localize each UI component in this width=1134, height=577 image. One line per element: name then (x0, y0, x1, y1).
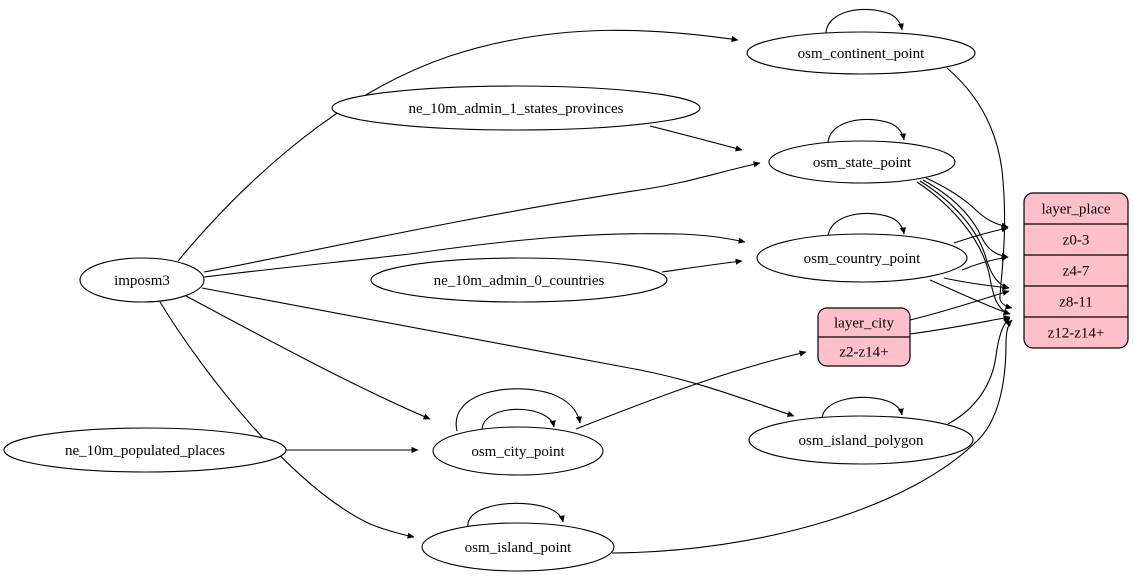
node-osm-country-point-label: osm_country_point (804, 251, 921, 267)
node-ne-states-shape[interactable] (331, 85, 701, 131)
node-ne-states-label: ne_10m_admin_1_states_provinces (409, 101, 624, 117)
edge-self-loop-osm-country-point (827, 212, 906, 241)
edge-self-loop-osm-state-point (827, 118, 906, 147)
node-osm-island-point[interactable]: osm_island_point (421, 522, 615, 572)
edge-osm-state-point-to-layer-place-z8 (919, 180, 1010, 290)
edge-self-loop-osm-continent-point (825, 8, 904, 37)
edge-layer-city-to-layer-place-z8 (909, 289, 1010, 321)
edge-imposm3-to-osm-state-point (203, 161, 761, 273)
record-layer-city-row-layer-city: layer_city (834, 316, 894, 332)
edge-osm-state-point-to-layer-place-z4 (922, 179, 1009, 259)
edge-osm-country-point-to-layer-place-z0 (953, 226, 1009, 244)
node-osm-state-point-shape[interactable] (768, 140, 956, 184)
node-ne-populated-shape[interactable] (3, 427, 287, 473)
record-layer-place-body[interactable] (1023, 192, 1129, 349)
edge-osm-country-point-to-layer-place-z4 (961, 255, 1009, 271)
edge-imposm3-to-osm-continent-point (177, 29, 739, 262)
node-osm-continent-point-shape[interactable] (746, 31, 976, 75)
node-ne-countries-label: ne_10m_admin_0_countries (434, 273, 605, 289)
record-layer-city-row-z2-z14-[interactable]: z2-z14+ (839, 345, 888, 361)
edge-osm-island-polygon-to-layer-place-z12 (947, 317, 1011, 425)
record-layer-city[interactable]: layer_city z2-z14+ (817, 307, 911, 367)
node-osm-city-point[interactable]: osm_city_point (432, 426, 604, 476)
node-imposm3[interactable]: imposm3 (79, 257, 205, 303)
edge-osm-country-point-to-layer-place-z12 (929, 279, 1011, 315)
record-layer-place-row-z4-7[interactable]: z4-7 (1063, 264, 1090, 280)
record-nodes-layer: layer_place z0-3 z4-7 z8-11 z12-z14+ layer_ci… (817, 192, 1129, 367)
node-imposm3-shape[interactable] (79, 257, 205, 303)
node-osm-country-point[interactable]: osm_country_point (756, 233, 968, 283)
node-osm-island-polygon-shape[interactable] (748, 415, 974, 465)
node-ne-10m-populated-places[interactable]: ne_10m_populated_places (3, 427, 287, 473)
edge-osm-country-point-to-layer-place-z8 (943, 277, 1010, 291)
node-osm-continent-point[interactable]: osm_continent_point (746, 31, 976, 75)
edge-imposm3-to-osm-country-point (203, 233, 746, 278)
edge-ne-states-to-osm-state-point (649, 125, 743, 152)
edge-layer-city-to-layer-place-z12 (909, 315, 1011, 335)
edge-imposm3-to-osm-island-polygon (201, 287, 795, 417)
node-ne-10m-admin-0-countries[interactable]: ne_10m_admin_0_countries (370, 257, 668, 303)
node-imposm3-label: imposm3 (114, 273, 170, 289)
edge-self-loop-osm-island-polygon (821, 396, 904, 422)
edge-self-loop-inner-osm-city-point (481, 408, 556, 433)
record-layer-place[interactable]: layer_place z0-3 z4-7 z8-11 z12-z14+ (1023, 192, 1129, 349)
edge-ne-countries-to-osm-country-point (661, 258, 743, 273)
node-osm-island-polygon[interactable]: osm_island_polygon (748, 415, 974, 465)
node-ne-countries-shape[interactable] (370, 257, 668, 303)
record-layer-place-row-layer-place: layer_place (1041, 202, 1110, 218)
edge-osm-city-point-to-layer-city (575, 350, 807, 430)
node-osm-island-point-label: osm_island_point (465, 540, 573, 556)
record-layer-place-row-z0-3[interactable]: z0-3 (1063, 233, 1090, 249)
edge-self-loop-osm-island-point (467, 502, 565, 529)
node-osm-state-point[interactable]: osm_state_point (768, 140, 956, 184)
node-osm-island-point-shape[interactable] (421, 522, 615, 572)
node-osm-continent-point-label: osm_continent_point (798, 46, 925, 62)
edge-imposm3-to-osm-island-point (159, 301, 415, 539)
edge-imposm3-to-osm-city-point (185, 295, 431, 420)
node-osm-city-point-label: osm_city_point (471, 444, 565, 460)
node-osm-island-polygon-label: osm_island_polygon (798, 433, 924, 449)
node-osm-city-point-shape[interactable] (432, 426, 604, 476)
edge-self-loop-outer-osm-city-point (455, 388, 582, 432)
node-ne-10m-admin-1-states-provinces[interactable]: ne_10m_admin_1_states_provinces (331, 85, 701, 131)
record-layer-place-row-z8-11[interactable]: z8-11 (1059, 295, 1093, 311)
nodes-layer: imposm3 ne_10m_admin_1_states_provinces … (3, 31, 976, 572)
edge-osm-state-point-to-layer-place-z0 (925, 177, 1009, 229)
edge-osm-state-point-to-layer-place-z12 (916, 181, 1011, 316)
node-osm-state-point-label: osm_state_point (813, 155, 912, 171)
edge-osm-continent-point-to-layer-place-z12 (946, 67, 1013, 310)
node-osm-country-point-shape[interactable] (756, 233, 968, 283)
edge-osm-island-point-to-layer-place-z12 (611, 319, 1013, 554)
node-ne-populated-label: ne_10m_populated_places (65, 443, 225, 459)
record-layer-place-row-z12-z14-[interactable]: z12-z14+ (1048, 326, 1105, 342)
edges-layer (159, 8, 1013, 554)
